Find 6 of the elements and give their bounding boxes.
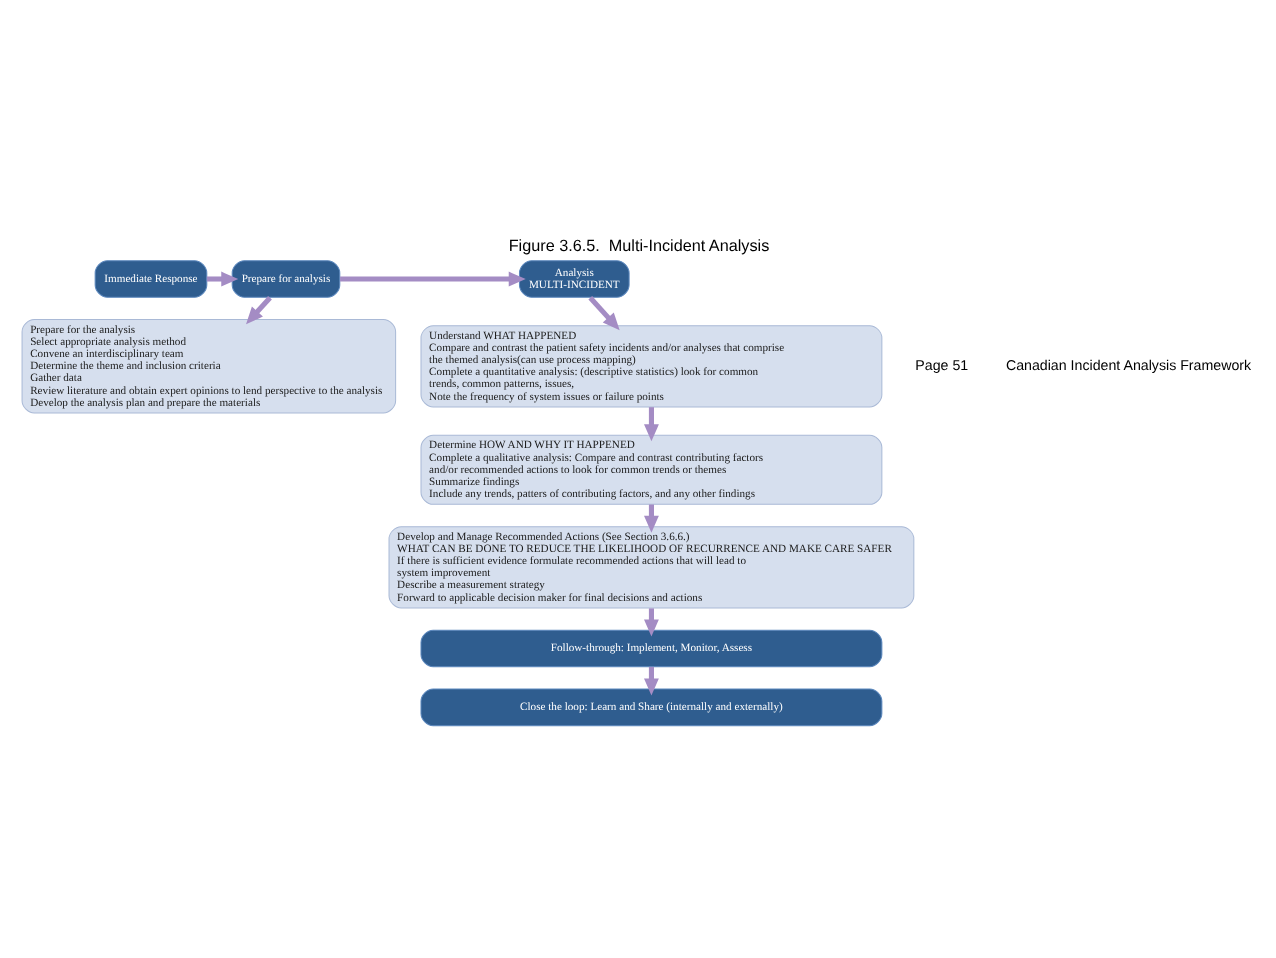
- arrow: [643, 406, 658, 441]
- arrow: [245, 295, 271, 324]
- diagram-title: Figure 3.6.5. Multi-Incident Analysis: [507, 236, 769, 255]
- arrow: [339, 270, 525, 286]
- arrow: [205, 270, 238, 286]
- arrow: [587, 294, 619, 330]
